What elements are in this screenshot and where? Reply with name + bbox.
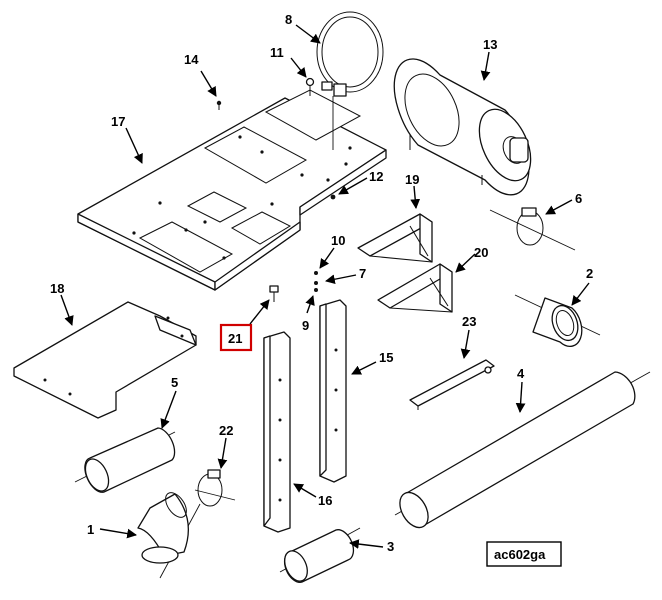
part-23-bar[interactable]	[409, 359, 495, 410]
callout-2: 2	[571, 266, 593, 306]
part-15-channel[interactable]	[319, 299, 347, 483]
svg-text:7: 7	[359, 266, 366, 281]
part-3-short-tube[interactable]	[279, 527, 361, 585]
callout-5: 5	[160, 375, 178, 429]
callout-6: 6	[545, 191, 582, 215]
callout-13: 13	[480, 37, 497, 81]
callout-7: 7	[325, 266, 366, 285]
svg-text:14: 14	[184, 52, 199, 67]
callout-4: 4	[515, 366, 526, 413]
svg-text:16: 16	[318, 493, 332, 508]
svg-text:19: 19	[405, 172, 419, 187]
svg-text:3: 3	[387, 539, 394, 554]
svg-text:12: 12	[369, 169, 383, 184]
part-10-screw[interactable]	[314, 271, 318, 275]
part-5-duct-tube[interactable]	[74, 427, 176, 495]
part-6-hose-clamp[interactable]	[489, 207, 576, 251]
callout-22: 22	[217, 423, 233, 469]
callout-17: 17	[111, 114, 143, 164]
callout-9: 9	[302, 295, 315, 333]
callout-19: 19	[405, 172, 421, 209]
svg-text:21: 21	[228, 331, 242, 346]
part-17-mounting-plate[interactable]	[77, 89, 387, 291]
svg-text:1: 1	[87, 522, 94, 537]
svg-text:8: 8	[285, 12, 292, 27]
callout-1: 1	[87, 522, 137, 539]
callout-3: 3	[349, 539, 394, 554]
svg-text:5: 5	[171, 375, 178, 390]
callout-12: 12	[338, 169, 383, 195]
part-20-bracket[interactable]	[377, 263, 453, 313]
part-8-band-clamp[interactable]	[316, 11, 384, 150]
part-21-screw[interactable]	[269, 285, 279, 302]
callout-8: 8	[285, 12, 321, 44]
part-4-long-tube[interactable]	[394, 371, 651, 532]
reference-code-label: ac602ga	[486, 541, 562, 567]
svg-text:10: 10	[331, 233, 345, 248]
svg-text:6: 6	[575, 191, 582, 206]
callout-11: 11	[270, 45, 307, 78]
callout-15: 15	[351, 350, 393, 375]
callout-21[interactable]: 21	[219, 299, 270, 352]
svg-text:17: 17	[111, 114, 125, 129]
svg-text:15: 15	[379, 350, 393, 365]
part-18-base-plate[interactable]	[13, 301, 197, 419]
callout-23: 23	[460, 314, 476, 359]
part-16-channel[interactable]	[263, 331, 291, 533]
svg-text:22: 22	[219, 423, 233, 438]
svg-text:ac602ga: ac602ga	[494, 547, 546, 562]
svg-text:23: 23	[462, 314, 476, 329]
part-11-bolt[interactable]	[305, 77, 315, 97]
callout-10: 10	[319, 233, 345, 269]
svg-text:4: 4	[517, 366, 525, 381]
svg-text:13: 13	[483, 37, 497, 52]
part-14-screw[interactable]	[216, 100, 222, 110]
callout-16: 16	[293, 483, 332, 508]
part-2-coupling[interactable]	[514, 294, 601, 348]
callout-14: 14	[184, 52, 217, 97]
part-1-elbow[interactable]	[137, 489, 201, 579]
part-13-air-filter[interactable]	[393, 58, 541, 196]
svg-text:2: 2	[586, 266, 593, 281]
part-7-washer[interactable]	[314, 281, 318, 285]
part-22-hose-clamp[interactable]	[194, 469, 236, 507]
svg-text:20: 20	[474, 245, 488, 260]
part-9-washer[interactable]	[314, 288, 318, 292]
part-19-bracket[interactable]	[357, 213, 433, 263]
callout-20: 20	[455, 245, 488, 273]
svg-text:9: 9	[302, 318, 309, 333]
part-12-screw[interactable]	[330, 194, 336, 200]
callout-18: 18	[50, 281, 74, 326]
svg-text:18: 18	[50, 281, 64, 296]
svg-text:11: 11	[270, 45, 284, 60]
